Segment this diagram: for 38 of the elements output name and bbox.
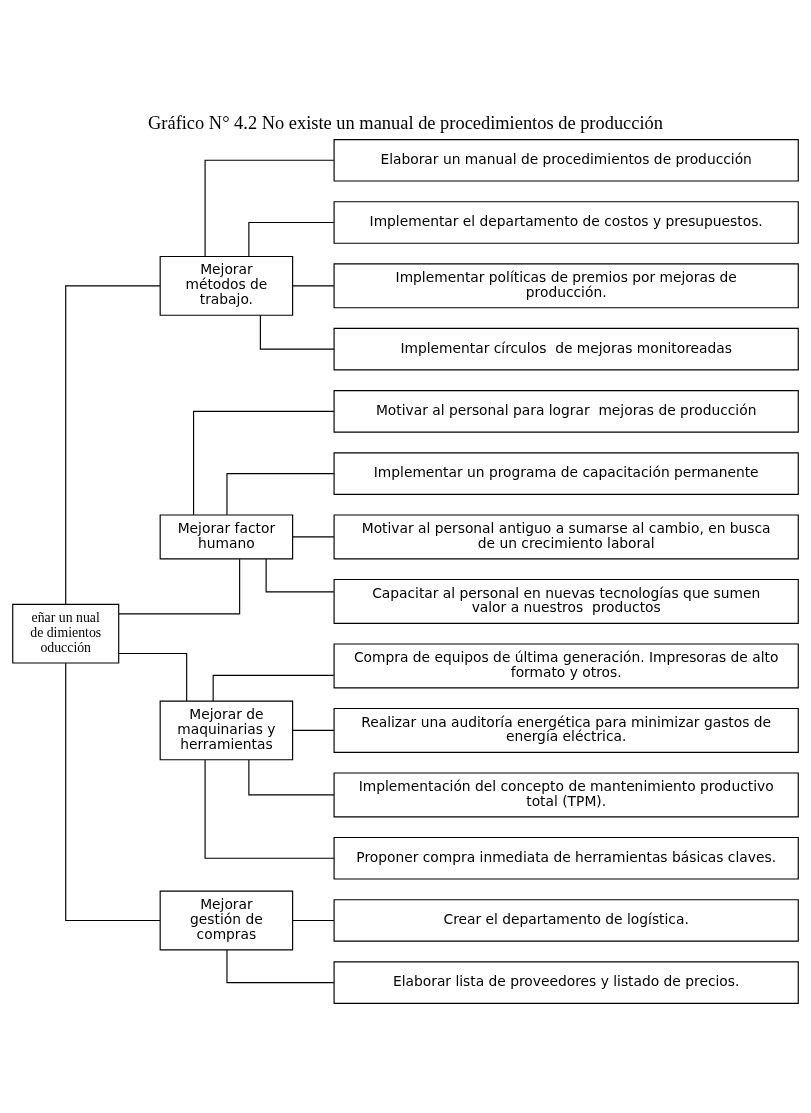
connector (259, 314, 335, 350)
node-box: Capacitar al personal en nuevas tecnologías que sumen valor a nuestros productos (333, 578, 799, 624)
connector (292, 285, 335, 287)
node-box: Elaborar lista de proveedores y listado de precios. (333, 961, 799, 1004)
node-box: Compra de equipos de última generación. Impresoras de alto formato y otros. (333, 643, 799, 689)
diagram-title: Gráfico N° 4.2 No existe un manual de procedimientos de producción (148, 112, 663, 133)
connector (193, 410, 335, 516)
connector (118, 558, 241, 615)
node-box: Implementar el departamento de costos y presupuestos. (333, 201, 799, 244)
node-box: Proponer compra inmediata de herramientas básicas claves. (333, 836, 799, 880)
node-box: Realizar una auditoría energética para minimizar gastos de energía eléctrica. (333, 707, 799, 753)
connector (292, 729, 335, 731)
node-box: Mejorar gestión de compras (159, 890, 294, 951)
connector (248, 221, 335, 257)
connector (292, 536, 335, 538)
connector (204, 759, 335, 859)
connector (65, 285, 161, 605)
connector (226, 949, 335, 984)
connector (292, 919, 335, 922)
node-box: Elaborar un manual de procedimientos de producción (333, 138, 799, 182)
node-box: Mejorar métodos de trabajo. (159, 255, 294, 316)
node-box: Implementación del concepto de mantenimiento productivo total (TPM). (333, 772, 799, 818)
node-box: Motivar al personal antiguo a sumarse al cambio, en busca de un crecimiento laboral (333, 514, 799, 560)
node-box: eñar un nual de dimientos oducción (12, 603, 120, 664)
connector (118, 652, 188, 702)
node-box: Mejorar de maquinarias y herramientas (159, 700, 294, 761)
connector (65, 662, 161, 922)
node-box: Mejorar factor humano (159, 514, 294, 560)
connector (204, 159, 335, 257)
node-box: Implementar círculos de mejoras monitoreadas (333, 327, 799, 371)
node-box: Motivar al personal para lograr mejoras de producción (333, 390, 799, 433)
node-box: Implementar un programa de capacitación permanente (333, 452, 799, 495)
connector (212, 674, 335, 702)
connector (248, 759, 335, 796)
node-box: Crear el departamento de logística. (333, 899, 799, 942)
node-box: Implementar políticas de premios por mejoras de producción. (333, 263, 799, 309)
connector (226, 473, 335, 516)
connector (265, 558, 335, 593)
